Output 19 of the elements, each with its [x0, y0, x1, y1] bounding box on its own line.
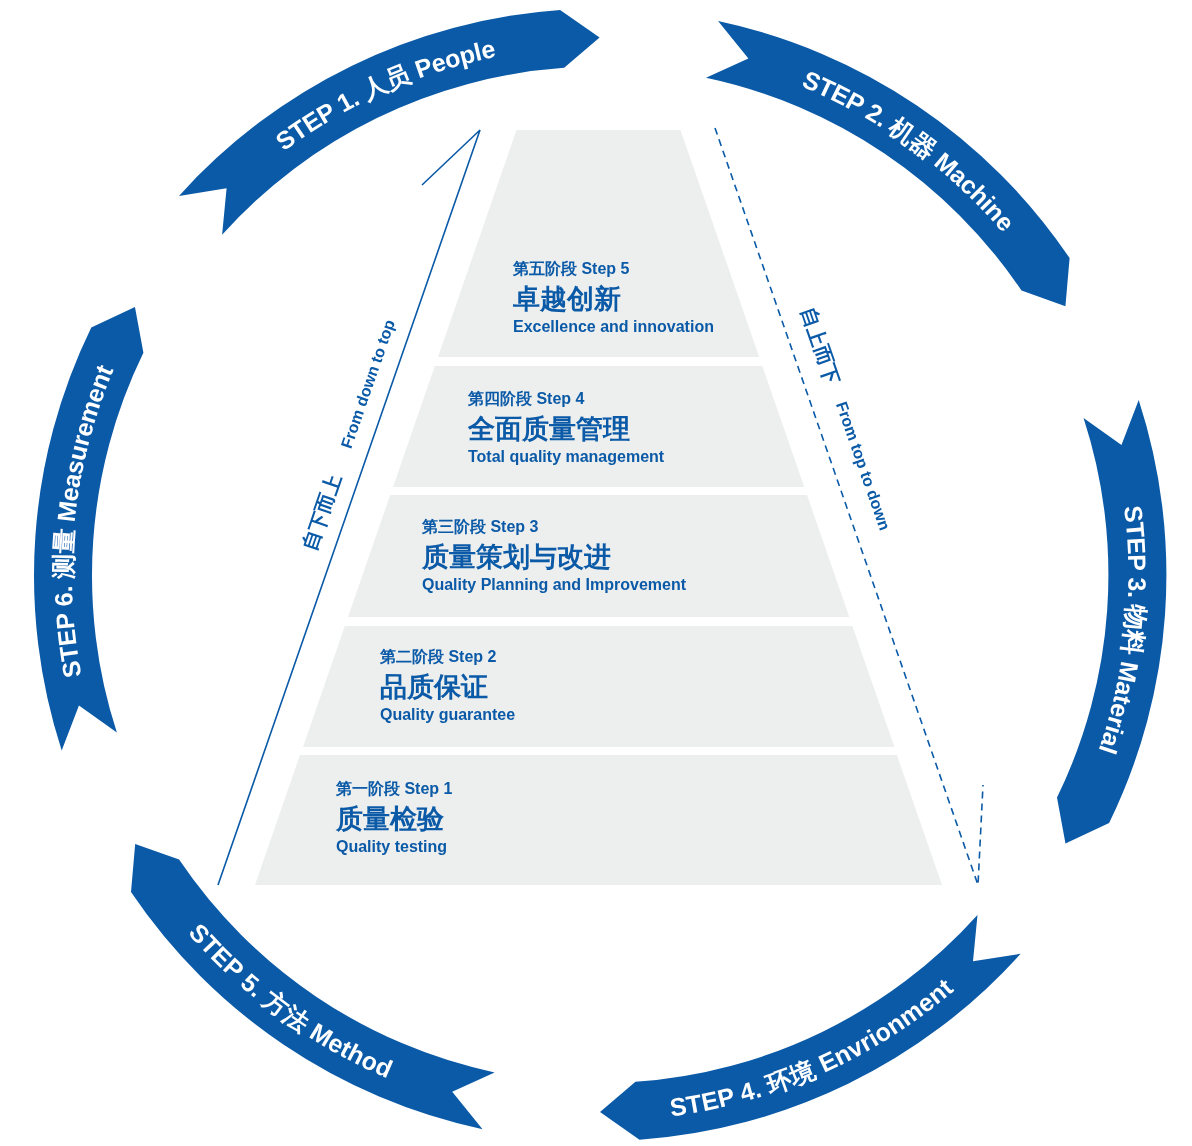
- direction-label: 自下而上: [298, 470, 346, 554]
- direction-label: From top to down: [831, 399, 893, 533]
- stage-subtitle: Total quality management: [468, 448, 665, 467]
- stage-subtitle: Quality Planning and Improvement: [422, 576, 687, 595]
- stage-subtitle: Quality testing: [336, 838, 448, 857]
- stage-subtitle: Excellence and innovation: [513, 318, 714, 337]
- direction-label: 自上而下: [796, 303, 844, 387]
- stage-title: 质量策划与改进: [422, 542, 611, 574]
- stage-subtitle: Quality guarantee: [380, 706, 516, 725]
- stage-title: 品质保证: [380, 672, 488, 704]
- stage-title: 卓越创新: [513, 284, 621, 316]
- stage-title: 全面质量管理: [468, 414, 630, 446]
- stage-title: 质量检验: [336, 804, 444, 836]
- stage-label: 第三阶段 Step 3: [422, 518, 539, 537]
- stage-label: 第五阶段 Step 5: [513, 260, 630, 279]
- direction-label: From down to top: [337, 317, 399, 452]
- stage-label: 第四阶段 Step 4: [468, 390, 585, 409]
- stage-label: 第一阶段 Step 1: [336, 780, 453, 799]
- stage-label: 第二阶段 Step 2: [380, 648, 497, 667]
